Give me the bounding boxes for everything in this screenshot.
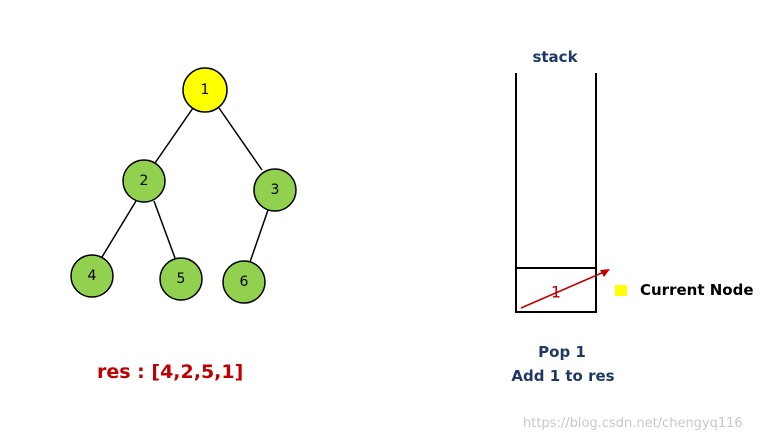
stack-item: 1 — [520, 269, 610, 309]
tree-node-6: 6 — [222, 260, 266, 304]
edge-2-5 — [153, 200, 176, 259]
node-label: 3 — [271, 182, 280, 198]
node-label: 6 — [240, 274, 249, 290]
caption-line-1: Pop 1 — [538, 343, 586, 361]
edge-1-3 — [218, 107, 263, 171]
tree-node-5: 5 — [159, 257, 203, 301]
edge-2-4 — [101, 200, 137, 258]
node-label: 1 — [201, 82, 210, 98]
legend: Current Node — [615, 281, 754, 299]
tree-edges — [101, 107, 269, 263]
node-circle — [253, 168, 297, 212]
stack-title: stack — [532, 48, 578, 66]
strike-arrow-line — [520, 271, 605, 309]
result-text: res : [4,2,5,1] — [97, 361, 243, 383]
node-label: 2 — [140, 173, 149, 189]
node-circle — [122, 159, 166, 203]
edge-1-2 — [154, 107, 194, 164]
tree-node-3: 3 — [253, 168, 297, 212]
tree-node-2: 2 — [122, 159, 166, 203]
tree-node-1: 1 — [182, 67, 228, 113]
legend-label: Current Node — [640, 281, 754, 299]
node-circle — [70, 254, 114, 298]
legend-swatch — [615, 285, 627, 296]
node-label: 5 — [177, 271, 186, 287]
edge-3-6 — [249, 209, 269, 263]
node-circle — [222, 260, 266, 304]
stack-container — [515, 73, 597, 313]
watermark: https://blog.csdn.net/chengyq116 — [523, 416, 743, 431]
stack-item-label: 1 — [551, 283, 561, 302]
caption-line-2: Add 1 to res — [511, 367, 614, 385]
tree-node-4: 4 — [70, 254, 114, 298]
node-circle — [182, 67, 228, 113]
node-circle — [159, 257, 203, 301]
node-label: 4 — [88, 268, 97, 284]
strike-arrow-head — [600, 269, 610, 277]
tree-nodes: 1 2 3 4 5 6 — [70, 67, 297, 304]
